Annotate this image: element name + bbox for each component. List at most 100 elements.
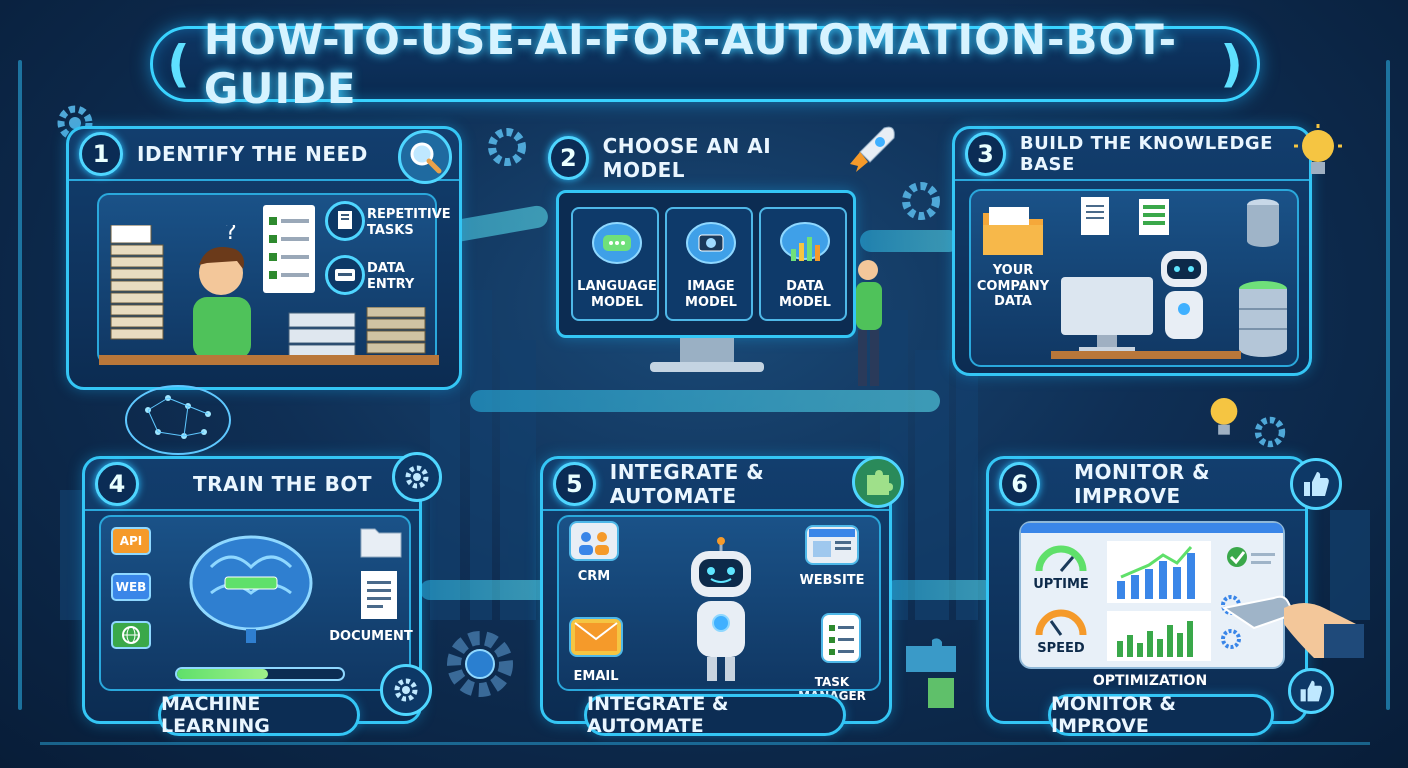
step-1-title: IDENTIFY THE NEED	[137, 142, 368, 166]
model-card-language[interactable]: LANGUAGE MODEL	[571, 207, 659, 321]
website-icon	[805, 525, 859, 565]
training-progress-track	[175, 667, 345, 681]
globe-icon	[111, 621, 151, 649]
right-rail	[1386, 60, 1390, 710]
label-company-data: YOUR COMPANY DATA	[976, 263, 1050, 310]
chip-api: API	[111, 527, 151, 555]
step-1-panel: 1 IDENTIFY THE NEED ?	[66, 126, 462, 390]
bottom-rail	[40, 742, 1370, 745]
thumbs-up-icon	[1290, 458, 1342, 510]
model-card-image[interactable]: IMAGE MODEL	[665, 207, 753, 321]
line-chart-icon	[1107, 541, 1211, 603]
dashboard-titlebar	[1021, 523, 1283, 533]
label-optimization: OPTIMIZATION	[1092, 673, 1208, 689]
crm-icon	[569, 521, 619, 561]
computer-icon	[1061, 277, 1153, 353]
step-6-dashboard: UPTIME SPEED	[1019, 521, 1285, 669]
label-repetitive-tasks: REPETITIVE TASKS	[367, 207, 451, 238]
label-crm: CRM	[577, 569, 611, 584]
step-6-header: 6 MONITOR & IMPROVE	[989, 459, 1305, 511]
step-1-illustration: ? REPETITIVE TASKS DATA ENTRY	[97, 193, 451, 365]
brain-icon	[189, 535, 313, 643]
database-icon	[1247, 199, 1279, 247]
neural-brain-icon	[125, 385, 231, 455]
step-4-title: TRAIN THE BOT	[193, 472, 373, 496]
label-uptime: UPTIME	[1033, 577, 1089, 592]
step-5-header: 5 INTEGRATE & AUTOMATE	[543, 459, 889, 511]
lightbulb-icon	[1210, 398, 1238, 435]
step-3-panel: 3 BUILD THE KNOWLEDGE BASE YOUR COMPANY …	[952, 126, 1312, 376]
title-open-paren: (	[167, 35, 190, 93]
data-entry-icon	[325, 255, 365, 295]
step-2-title: CHOOSE AN AI MODEL	[602, 134, 772, 182]
magnifier-icon	[398, 130, 452, 184]
step-5-title: INTEGRATE & AUTOMATE	[609, 460, 765, 508]
rocket-icon	[850, 126, 895, 172]
step-5-illustration: CRM EMAIL WEBSITE TASK MANAGER	[557, 515, 881, 703]
step-4-number: 4	[95, 462, 139, 506]
robot-icon	[1161, 251, 1207, 339]
presenter-person-icon	[856, 260, 882, 386]
svg-text:?: ?	[225, 225, 237, 245]
footer-machine-learning: MACHINE LEARNING	[158, 693, 360, 737]
speed-gauge-icon	[1035, 609, 1087, 636]
monitor-base	[650, 362, 764, 372]
gear-icon	[392, 452, 442, 502]
path-center-down	[470, 390, 940, 412]
checklist-icon	[263, 205, 315, 293]
step-3-title: BUILD THE KNOWLEDGE BASE	[1019, 133, 1273, 175]
gear-icon	[1254, 416, 1286, 448]
label-data-entry: DATA ENTRY	[367, 261, 415, 292]
email-icon	[569, 617, 623, 657]
desk-surface	[99, 355, 439, 365]
label-email: EMAIL	[573, 669, 619, 684]
label-language-model: LANGUAGE MODEL	[577, 279, 657, 310]
stressed-person-icon: ?	[193, 225, 251, 359]
path-4-to-5	[420, 580, 550, 600]
step-6-title: MONITOR & IMPROVE	[1074, 460, 1211, 508]
gear-icon	[902, 182, 940, 220]
task-manager-icon	[821, 613, 861, 663]
thumbs-up-icon	[1288, 668, 1334, 714]
chip-web: WEB	[111, 573, 151, 601]
title-close-paren: )	[1220, 35, 1243, 93]
step-5-panel: 5 INTEGRATE & AUTOMATE CRM EMAIL WEBSITE	[540, 456, 892, 724]
document-icon	[361, 571, 397, 619]
lightbulb-icon	[1294, 124, 1342, 174]
step-5-number: 5	[553, 462, 596, 506]
model-card-data[interactable]: DATA MODEL	[759, 207, 847, 321]
bar-chart-icon	[1107, 611, 1211, 661]
step-1-number: 1	[79, 132, 123, 176]
chat-brain-icon	[592, 222, 642, 264]
step-6-number: 6	[999, 462, 1041, 506]
step-3-number: 3	[965, 132, 1006, 176]
path-2-to-3	[860, 230, 960, 252]
path-5-to-6	[885, 580, 995, 600]
camera-brain-icon	[686, 222, 736, 264]
desk-surface-3	[1051, 351, 1241, 359]
label-website: WEBSITE	[799, 573, 865, 588]
wrench-hand-icon	[1221, 595, 1364, 658]
robot-icon	[691, 537, 751, 681]
document-icon	[1081, 197, 1109, 235]
label-data-model: DATA MODEL	[779, 279, 831, 310]
footer-monitor-improve: MONITOR & IMPROVE	[1048, 693, 1274, 737]
step-4-illustration: API WEB DOCUMENT	[99, 515, 413, 691]
left-rail	[18, 60, 22, 710]
title-banner: ( HOW-TO-USE-AI-FOR-AUTOMATION-BOT-GUIDE…	[150, 15, 1260, 113]
step-3-illustration: YOUR COMPANY DATA	[969, 189, 1299, 367]
document-stack-icon	[110, 225, 164, 340]
label-image-model: IMAGE MODEL	[685, 279, 737, 310]
puzzle-pieces-icon	[906, 638, 956, 708]
folder-icon	[983, 207, 1043, 255]
step-4-header: 4 TRAIN THE BOT	[85, 459, 419, 511]
label-speed: SPEED	[1037, 641, 1085, 656]
step-3-header: 3 BUILD THE KNOWLEDGE BASE	[955, 129, 1309, 181]
gear-icon	[380, 664, 432, 716]
training-progress-fill	[177, 669, 269, 679]
footer-integrate-automate: INTEGRATE & AUTOMATE	[584, 693, 846, 737]
chart-brain-icon	[780, 222, 830, 261]
gear-large-icon	[447, 631, 513, 697]
step-4-panel: 4 TRAIN THE BOT API WEB DOCUMENT	[82, 456, 422, 724]
folder-icon	[360, 528, 402, 558]
